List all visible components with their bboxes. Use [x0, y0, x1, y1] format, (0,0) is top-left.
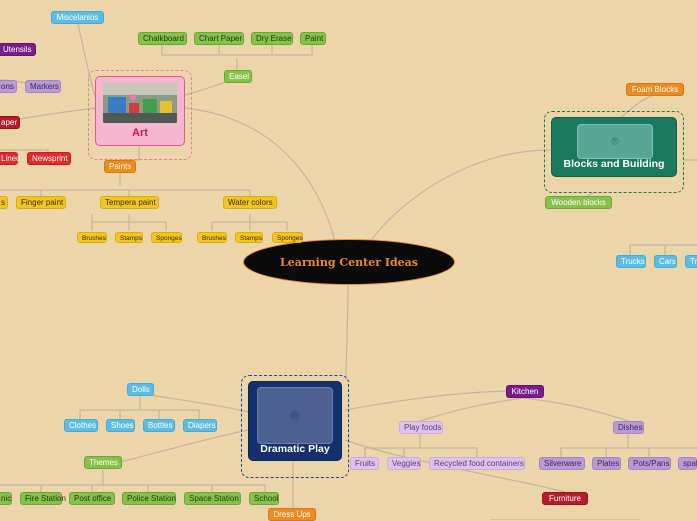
play-foods-node[interactable]: Play foods — [399, 421, 443, 434]
camera-icon: ⌾ — [290, 407, 300, 423]
paint-type[interactable]: Tempera paint — [100, 196, 159, 209]
utensils-node[interactable]: Utensils — [0, 43, 36, 56]
blocks-photo-placeholder: ⌾ — [577, 124, 653, 159]
watercolor-tool[interactable]: Sponges — [272, 232, 303, 243]
foam-blocks-node[interactable]: Foam Blocks — [626, 83, 684, 96]
dish-item[interactable]: Silverware — [539, 457, 585, 470]
watercolor-tool[interactable]: Stamps — [235, 232, 263, 243]
dishes-node[interactable]: Dishes — [613, 421, 644, 434]
art-label: Art — [132, 127, 148, 139]
paint-type[interactable]: s — [0, 196, 8, 209]
dish-item[interactable]: spat — [678, 457, 697, 470]
paint-type[interactable]: Water colors — [223, 196, 277, 209]
theme-item[interactable]: Police Station — [122, 492, 176, 505]
easel-item[interactable]: Dry Erase — [251, 32, 293, 45]
doll-item[interactable]: Clothes — [64, 419, 98, 432]
dramatic-photo-placeholder: ⌾ — [257, 387, 333, 444]
central-topic[interactable]: Learning Center Ideas — [243, 239, 455, 285]
theme-item[interactable]: Fire Station — [20, 492, 66, 505]
art-node[interactable]: Art — [95, 76, 185, 146]
blocks-frame — [544, 111, 684, 193]
paper-item[interactable]: Newsprint — [27, 152, 71, 165]
tempera-tool[interactable]: Brushes — [77, 232, 107, 243]
doll-item[interactable]: Bottles — [143, 419, 175, 432]
doll-item[interactable]: Shoes — [106, 419, 135, 432]
theme-item[interactable]: nic — [0, 492, 12, 505]
dramatic-play-node[interactable]: ⌾ Dramatic Play — [248, 381, 342, 461]
food-item[interactable]: Fruits — [350, 457, 379, 470]
utensil-item[interactable]: ons — [0, 80, 17, 93]
dramatic-frame — [241, 375, 349, 478]
miscelanios-node[interactable]: Miscelanios — [51, 11, 104, 24]
vehicle-item[interactable]: Trucks — [616, 255, 646, 268]
food-item[interactable]: Recycled food containers — [429, 457, 525, 470]
utensil-item[interactable]: Markers — [25, 80, 61, 93]
paints-node[interactable]: Paints — [104, 160, 136, 173]
furniture-node[interactable]: Furniture — [542, 492, 588, 505]
vehicle-item[interactable]: Cars — [654, 255, 677, 268]
central-topic-label: Learning Center Ideas — [280, 255, 418, 269]
dish-item[interactable]: Plates — [592, 457, 621, 470]
paint-type[interactable]: Finger paint — [16, 196, 66, 209]
theme-item[interactable]: Space Station — [184, 492, 241, 505]
camera-icon: ⌾ — [611, 134, 619, 148]
doll-item[interactable]: Diapers — [183, 419, 217, 432]
easel-item[interactable]: Paint — [300, 32, 326, 45]
vehicle-item[interactable]: Tru — [685, 255, 697, 268]
paper-item[interactable]: Lined — [0, 152, 21, 165]
art-frame — [88, 70, 192, 160]
theme-item[interactable]: Post office — [69, 492, 115, 505]
dolls-node[interactable]: Dolls — [127, 383, 154, 396]
blocks-node[interactable]: ⌾ Blocks and Building — [551, 117, 677, 177]
theme-item[interactable]: School — [249, 492, 279, 505]
tempera-tool[interactable]: Stamps — [115, 232, 143, 243]
art-classroom-image — [103, 83, 177, 123]
themes-node[interactable]: Themes — [84, 456, 122, 469]
dramatic-label: Dramatic Play — [260, 443, 330, 455]
easel-item[interactable]: Chart Paper — [194, 32, 244, 45]
wooden-blocks-node[interactable]: Wooden blocks — [545, 196, 612, 209]
food-item[interactable]: Veggies — [387, 457, 421, 470]
paper-node[interactable]: aper — [0, 116, 20, 129]
kitchen-node[interactable]: Kitchen — [506, 385, 544, 398]
dish-item[interactable]: Pots/Pans — [628, 457, 671, 470]
watercolor-tool[interactable]: Brushes — [197, 232, 227, 243]
tempera-tool[interactable]: Sponges — [151, 232, 182, 243]
easel-node[interactable]: Easel — [224, 70, 252, 83]
dress-ups-node[interactable]: Dress Ups — [268, 508, 316, 521]
blocks-label: Blocks and Building — [563, 158, 665, 170]
easel-item[interactable]: Chalkboard — [138, 32, 187, 45]
art-photo — [103, 83, 177, 123]
